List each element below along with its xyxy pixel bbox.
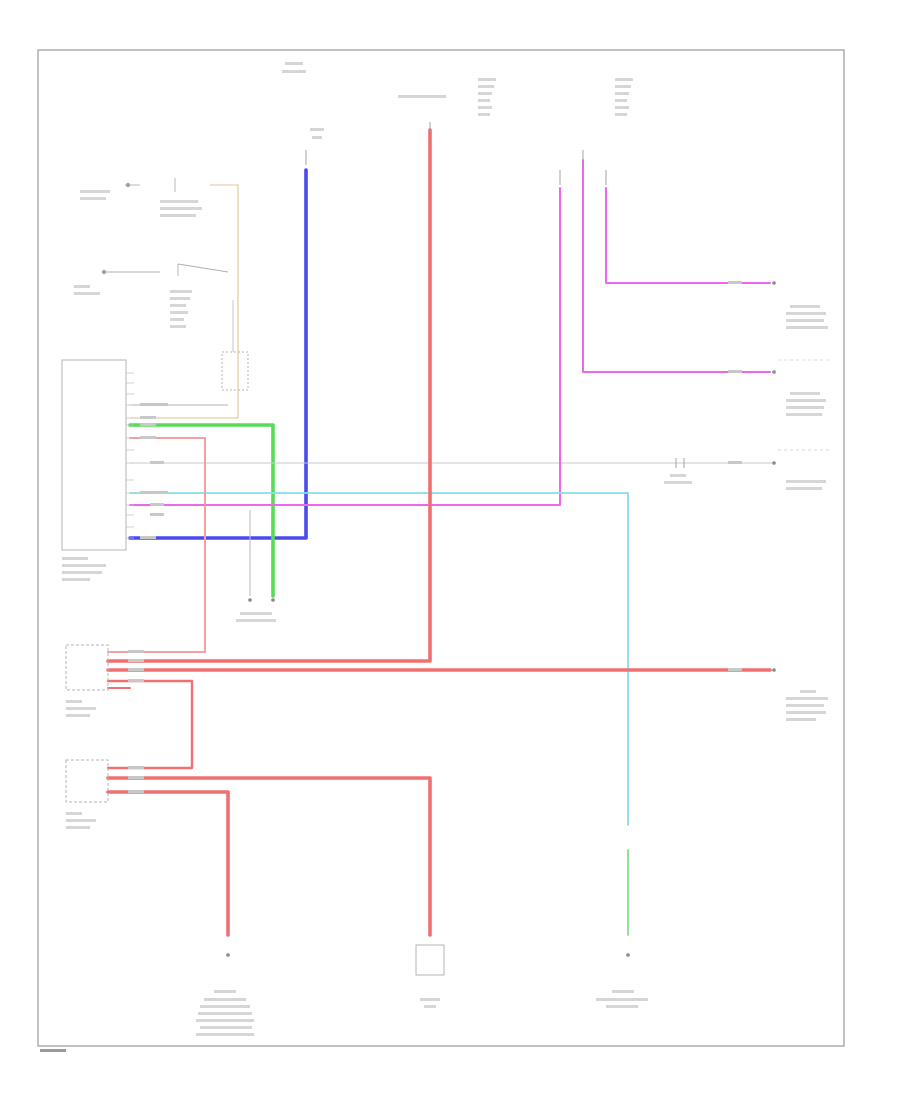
splice-connector — [221, 351, 249, 391]
wire-magenta-long — [129, 187, 561, 506]
junction-connector-upper — [65, 644, 109, 691]
right-separators — [778, 359, 830, 451]
ground-bottom-right — [626, 953, 630, 957]
ground-bottom-left — [226, 953, 230, 957]
ground-bottom-center-box — [415, 944, 445, 976]
wire-red-ecm — [107, 437, 206, 653]
wire-tags — [128, 281, 742, 793]
wire-tan — [130, 184, 239, 419]
wire-green — [128, 423, 275, 598]
wire-red-gnd-left — [106, 790, 230, 937]
wire-magenta-mid — [582, 159, 771, 373]
ecm-pins — [126, 372, 134, 539]
right-connectors — [772, 281, 776, 672]
junction-connector-lower — [65, 759, 109, 803]
wire-red-link — [106, 679, 194, 770]
stop-lamp-switch — [125, 178, 176, 192]
wire-magenta-top — [605, 187, 771, 284]
diagram-frame — [37, 49, 845, 1047]
parking-switch — [101, 263, 229, 276]
label-placeholders — [40, 62, 828, 1052]
ecm-box — [61, 359, 127, 551]
wire-cyan — [129, 492, 629, 826]
inline-connector — [675, 458, 685, 468]
top-connector-ticks — [305, 122, 607, 185]
wire-red-vertical — [106, 128, 432, 663]
ground-mid — [248, 598, 275, 602]
wire-blue — [128, 168, 308, 540]
wire-red-gnd-center — [106, 776, 432, 937]
